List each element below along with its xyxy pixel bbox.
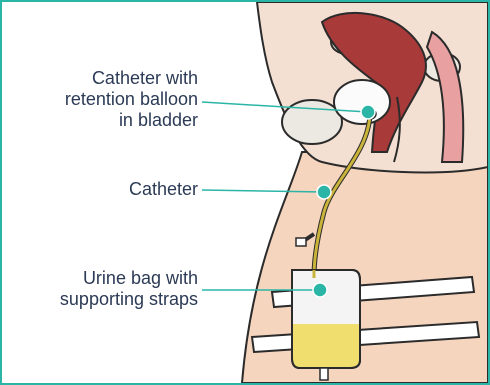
label-bag-line-1: Urine bag with: [60, 268, 198, 289]
marker-bag: [313, 283, 327, 297]
urine-level: [293, 324, 359, 367]
label-balloon-line-1: Catheter with: [65, 68, 198, 89]
label-balloon-line-3: in bladder: [65, 110, 198, 131]
label-catheter: Catheter: [129, 179, 198, 200]
bladder: [334, 80, 390, 124]
marker-catheter: [317, 185, 331, 199]
drain-valve: [320, 368, 328, 380]
label-bag-line-2: supporting straps: [60, 289, 198, 310]
hip-bone: [282, 100, 342, 144]
label-bag: Urine bag with supporting straps: [60, 268, 198, 310]
label-balloon: Catheter with retention balloon in bladd…: [65, 68, 198, 131]
marker-balloon: [361, 105, 375, 119]
label-catheter-line-1: Catheter: [129, 179, 198, 200]
label-balloon-line-2: retention balloon: [65, 89, 198, 110]
